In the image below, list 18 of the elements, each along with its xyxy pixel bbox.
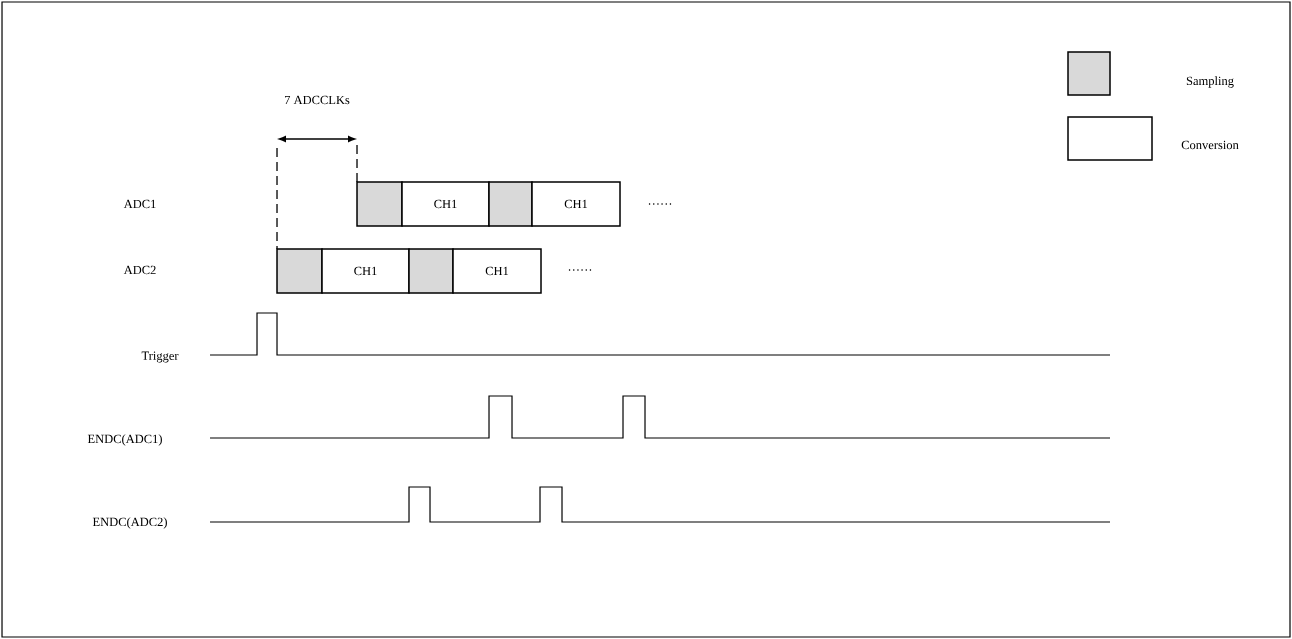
conversion-block: CH1	[531, 181, 621, 227]
row-label: ADC1	[123, 199, 156, 209]
dimension-label: 7 ADCCLKs	[285, 95, 350, 105]
row-label: ADC2	[123, 265, 156, 275]
legend-label: Conversion	[1181, 140, 1239, 150]
ellipsis: ……	[568, 269, 592, 271]
conversion-block: CH1	[401, 181, 490, 227]
conversion-block: CH1	[321, 248, 410, 294]
signal-label: ENDC(ADC1)	[87, 434, 162, 446]
sampling-block	[488, 181, 533, 227]
sampling-block	[356, 181, 403, 227]
signal-label: ENDC(ADC2)	[92, 517, 167, 529]
sampling-block	[276, 248, 323, 294]
sampling-block	[408, 248, 454, 294]
signal-label: Trigger	[141, 351, 179, 363]
conversion-block: CH1	[452, 248, 542, 294]
ellipsis: ……	[648, 203, 672, 205]
legend-label: Sampling	[1186, 76, 1234, 88]
